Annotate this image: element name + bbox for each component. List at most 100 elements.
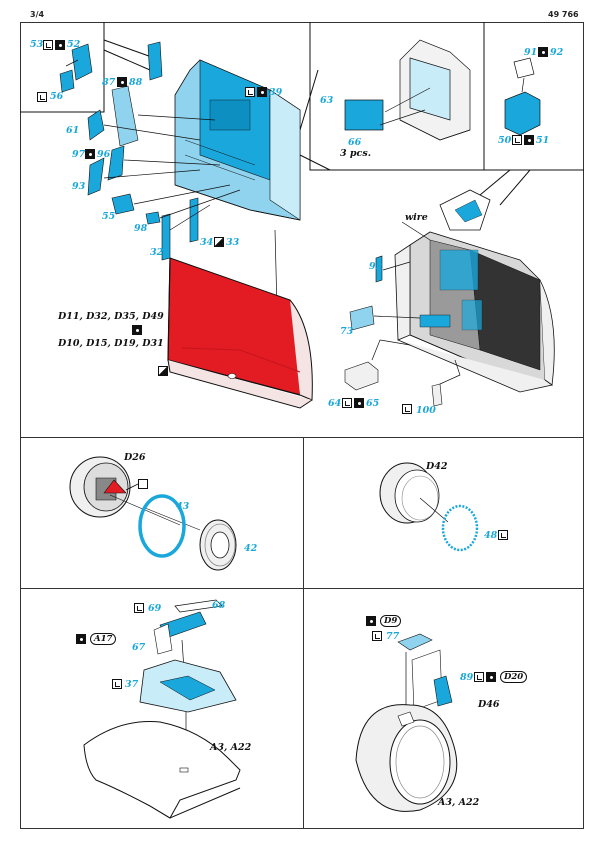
label-qty: 3 pcs.	[340, 148, 372, 159]
tag-d20: D20	[500, 671, 528, 683]
right-assembly	[394, 189, 555, 393]
label-87: 87	[102, 77, 116, 88]
part-100	[431, 383, 443, 407]
bend-icon	[402, 404, 412, 414]
bend-icon	[474, 672, 484, 682]
drawing-d42	[379, 462, 479, 552]
paint-icon	[257, 87, 267, 97]
label-89: 89	[460, 672, 474, 683]
tub-icon	[138, 479, 148, 489]
drawing-bot-left	[83, 599, 241, 819]
part-93	[87, 157, 105, 196]
bend-icon	[112, 679, 122, 689]
label-42: 42	[244, 543, 258, 554]
inset-91-drawing	[504, 57, 541, 136]
paint-icon	[524, 135, 534, 145]
label-38: 38	[230, 87, 244, 98]
paint-icon	[486, 672, 496, 682]
bend-icon	[498, 530, 508, 540]
paint-codes-line-1: D11, D32, D35, D49	[58, 311, 164, 322]
bend-icon	[37, 92, 47, 102]
part-34	[189, 197, 199, 243]
page-number: 3/4	[30, 10, 45, 19]
label-91: 91	[524, 47, 538, 58]
tub-icon	[158, 366, 168, 376]
label-51: 51	[536, 135, 550, 146]
bend-icon	[245, 87, 255, 97]
inset-box-53	[20, 22, 105, 113]
kit-code: 49 766	[548, 10, 579, 19]
part-98	[145, 211, 161, 225]
label-53: 53	[30, 39, 44, 50]
upper-assembly	[174, 59, 301, 221]
label-43: 43	[176, 501, 190, 512]
paint-codes-line-2: D10, D15, D19, D31	[58, 338, 164, 349]
label-96: 96	[97, 149, 111, 160]
paint-icon	[117, 77, 127, 87]
label-34: 34	[200, 237, 214, 248]
label-88: 88	[129, 77, 143, 88]
label-66: 66	[348, 137, 362, 148]
label-77: 77	[386, 631, 400, 642]
label-64: 64	[328, 398, 342, 409]
label-d46: D46	[478, 699, 500, 710]
red-tub	[167, 257, 313, 409]
color-icon	[214, 237, 224, 247]
label-55: 55	[102, 211, 116, 222]
paint-icon	[85, 149, 95, 159]
paint-icon	[366, 616, 376, 626]
drawing-d26	[69, 456, 237, 571]
part-small-rod	[147, 41, 163, 81]
label-32: 32	[150, 247, 164, 258]
label-52: 52	[67, 39, 81, 50]
paint-icon	[538, 47, 548, 57]
label-48: 48	[484, 530, 498, 541]
label-65: 65	[366, 398, 380, 409]
bend-icon	[512, 135, 522, 145]
part-99	[375, 255, 383, 283]
part-87	[111, 85, 139, 147]
label-92: 92	[550, 47, 564, 58]
label-69: 69	[148, 603, 162, 614]
label-56: 56	[50, 91, 64, 102]
bend-icon	[43, 40, 53, 50]
label-50: 50	[498, 135, 512, 146]
bend-icon	[134, 603, 144, 613]
panel-bot-right	[303, 588, 584, 829]
bend-icon	[372, 631, 382, 641]
label-63: 63	[320, 95, 334, 106]
drawing-bot-right	[355, 633, 458, 812]
part-61	[87, 109, 105, 141]
label-61: 61	[66, 125, 80, 136]
label-100: 100	[416, 405, 436, 416]
label-39: 39	[269, 87, 283, 98]
inset-63-drawing	[344, 39, 471, 141]
paint-icon	[354, 398, 364, 408]
bend-icon	[342, 398, 352, 408]
paint-icon	[76, 634, 86, 644]
part-64	[344, 361, 379, 391]
tag-d9: D9	[380, 615, 402, 627]
part-53	[71, 43, 93, 81]
paint-icon	[55, 40, 65, 50]
inset-box-91	[483, 22, 584, 171]
part-56	[59, 69, 75, 93]
label-d42: D42	[426, 461, 448, 472]
label-73: 73	[340, 326, 354, 337]
part-55	[111, 193, 135, 215]
label-d26: D26	[124, 452, 146, 463]
label-a3-left: A3, A22	[210, 742, 252, 753]
label-97: 97	[72, 149, 86, 160]
label-a3-right: A3, A22	[438, 797, 480, 808]
part-97	[107, 145, 125, 181]
label-93: 93	[72, 181, 86, 192]
paint-icon	[132, 325, 142, 335]
label-68: 68	[212, 600, 226, 611]
label-37: 37	[125, 679, 139, 690]
label-33: 33	[226, 237, 240, 248]
part-73	[349, 305, 375, 331]
tag-a17: A17	[90, 633, 117, 645]
label-99: 99	[369, 261, 383, 272]
label-67: 67	[132, 642, 146, 653]
